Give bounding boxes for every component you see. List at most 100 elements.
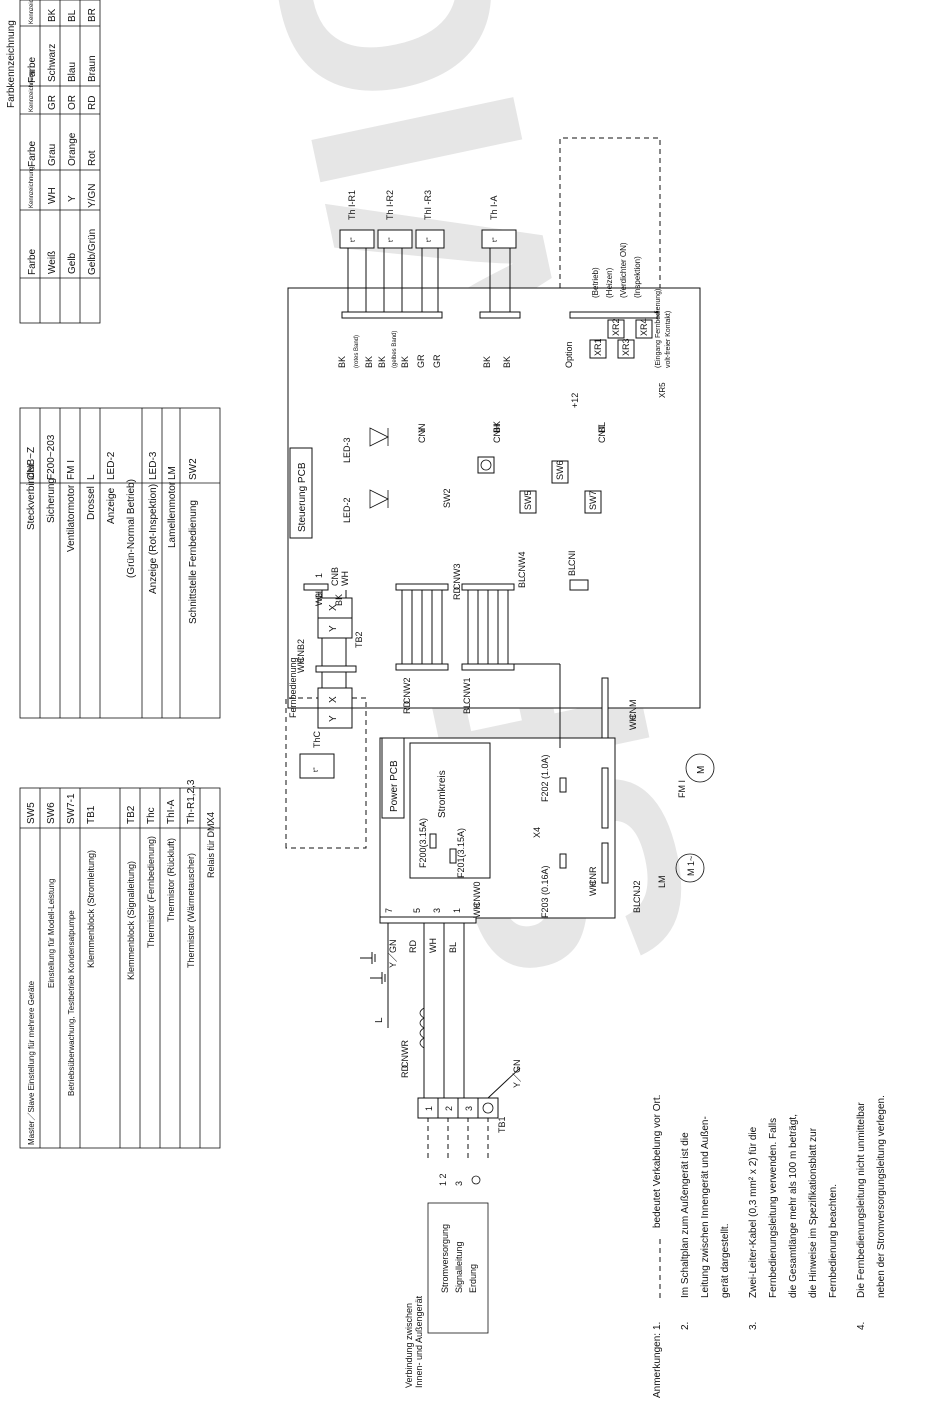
note-3b: Fernbedienungsleitung verwenden. Falls (768, 1118, 779, 1298)
cnt-label: CNT (597, 424, 607, 443)
earth-icon (360, 952, 376, 964)
remote-label: Fernbedienung (288, 657, 298, 718)
color-code-ygn: Y/GN (87, 184, 98, 208)
color-code-or: OR (67, 95, 78, 110)
power-wh-label: WH (428, 938, 438, 953)
note-3e: Fernbedienung beachten. (828, 1184, 839, 1298)
note-3a: Zwei-Leiter-Kabel (0,3 mm² x 2) für die (748, 1126, 759, 1298)
note-3c: die Gesamtlänge mehr als 100 m beträgt, (788, 1114, 799, 1298)
cnb-color: WH (340, 571, 350, 586)
louver-motor: M 1~ LM CNJ2 BL CNR WH (588, 842, 705, 913)
inspektion-label: (Inspektion) (633, 256, 642, 298)
cnb2-color: WH (296, 658, 306, 673)
power-pcb: Power PCB Stromkreis (379, 737, 616, 919)
thr1-icon (339, 229, 375, 249)
thr1-band: (rotes Band) (354, 335, 360, 368)
kontakt-label: volt-freier Kontakt) (665, 311, 672, 368)
cnw1-label: CNW1 (462, 678, 472, 705)
tb1-ground-label: Y／GN (512, 1059, 522, 1088)
thr3-wire-2: GR (432, 354, 442, 368)
legend-desc-sw6: Einstellung für Modell-Leistung (47, 879, 56, 988)
tb2-wh: WH (314, 591, 324, 606)
xr5-label: XR5 (658, 382, 667, 398)
legend-code-sw5: SW5 (26, 802, 37, 824)
reactor: L CNWR RD (374, 1007, 425, 1078)
xr1-label: XR1 (593, 338, 603, 356)
f203-icon (559, 853, 567, 869)
cnwr-label: CNWR (400, 1040, 410, 1068)
cnh-color: BK (492, 421, 502, 433)
thr1-t: t° (349, 237, 357, 242)
legend-code-tb1: TB1 (86, 805, 97, 824)
legend-code-lm: LM (167, 466, 178, 480)
f202-icon (559, 777, 567, 793)
color-name-gelb: Gelb (67, 252, 78, 274)
tb2-label: TB2 (354, 631, 364, 648)
color-legend-color-header-3: Farbe (27, 248, 38, 275)
thr2-t: t° (387, 237, 395, 242)
led3-label: LED-3 (342, 437, 352, 463)
cnm-color: WH (628, 715, 638, 730)
legend-desc-cnb: Steckverbinder (26, 463, 37, 530)
cnw0-pin-5: 5 (412, 908, 422, 913)
sw7-label: SW7 (588, 490, 598, 510)
connection-terminal-12: 1 2 (438, 1173, 448, 1186)
thc-t: t° (312, 767, 320, 772)
lm-label: LM (657, 875, 667, 888)
cnw0-pin-3: 3 (432, 908, 442, 913)
legend-code-tb2: TB2 (126, 805, 137, 824)
f202-label: F202 (1.0A) (540, 754, 550, 802)
connection-power: Stromversorgung (440, 1224, 450, 1293)
reactor-icon (419, 1007, 425, 1049)
color-legend-code-header-3: Kennzeichnung (29, 167, 35, 208)
thermistors: t° t° t° Th I-R1 Th I-R2 ThI -R3 BK (rot… (337, 190, 517, 368)
fuses: F200(3.15A) F201(3.15A) F202 (1.0A) F203… (418, 754, 567, 918)
sw2-label: SW2 (442, 488, 452, 508)
color-legend-title: Farbkennzeichnung (6, 20, 17, 108)
color-legend-code-header-2: Kennzeichnung (29, 71, 35, 112)
fmi-label: FM I (677, 780, 687, 798)
legend-desc-led2-note: (Grün-Normal Betrieb) (126, 479, 137, 578)
cnj2-color: BL (632, 902, 642, 913)
signal-wires (321, 590, 561, 748)
legend-desc-tb1: Klemmenblock (Stromleitung) (86, 850, 96, 968)
fan-motor: M FM I CNM WH (601, 677, 715, 829)
legend-desc-led2: Anzeige (106, 487, 117, 524)
betrieb-label: (Betrieb) (591, 267, 600, 298)
fmi-icon (685, 753, 715, 783)
color-name-weiss: Weiß (47, 251, 58, 274)
note-3d: die Hinweise im Spezifikationsblatt zur (808, 1127, 819, 1298)
component-legend-1: CNB~Z Steckverbinder F200~203 Sicherung … (19, 407, 221, 719)
sw5-label: SW5 (523, 490, 533, 510)
legend-code-fmi: FM I (66, 460, 77, 480)
legend-desc-sw2: Schnittstelle Fernbedienung (188, 500, 199, 624)
f203-label: F203 (0.16A) (540, 865, 550, 918)
legend-code-thr: Th-R1,2,3 (186, 779, 197, 824)
color-name-grau: Grau (47, 144, 58, 166)
color-code-gr: GR (47, 95, 58, 110)
cnw0-pin-1: 1 (452, 908, 462, 913)
note-3-num: 3. (748, 1322, 759, 1330)
f201-label: F201(3.15A) (456, 828, 466, 878)
note-2a: Im Schaltplan zum Außengerät ist die (680, 1132, 691, 1298)
heizen-label: (Heizen) (605, 267, 614, 298)
color-code-y: Y (67, 195, 78, 202)
tb1-3: 3 (464, 1106, 474, 1111)
thr3-icon (415, 229, 445, 249)
legend-code-x4: X4 (206, 811, 217, 824)
power-pcb-label: Power PCB (389, 760, 400, 812)
cnw2-label: CNW2 (402, 678, 412, 705)
tb1-2: 2 (444, 1106, 454, 1111)
color-name-blau: Blau (67, 62, 78, 82)
tha-t: t° (491, 237, 499, 242)
thc-label: ThC (312, 730, 322, 748)
cnt-color: BL (597, 422, 607, 433)
xr2-label: XR2 (611, 318, 621, 336)
legend-code-thc: Thc (146, 807, 157, 824)
thr2-icon (377, 229, 413, 249)
connection-title-1: Verbindung zwischen (404, 1303, 414, 1388)
cnw2-color: RD (402, 701, 412, 714)
color-name-rot: Rot (87, 150, 98, 166)
